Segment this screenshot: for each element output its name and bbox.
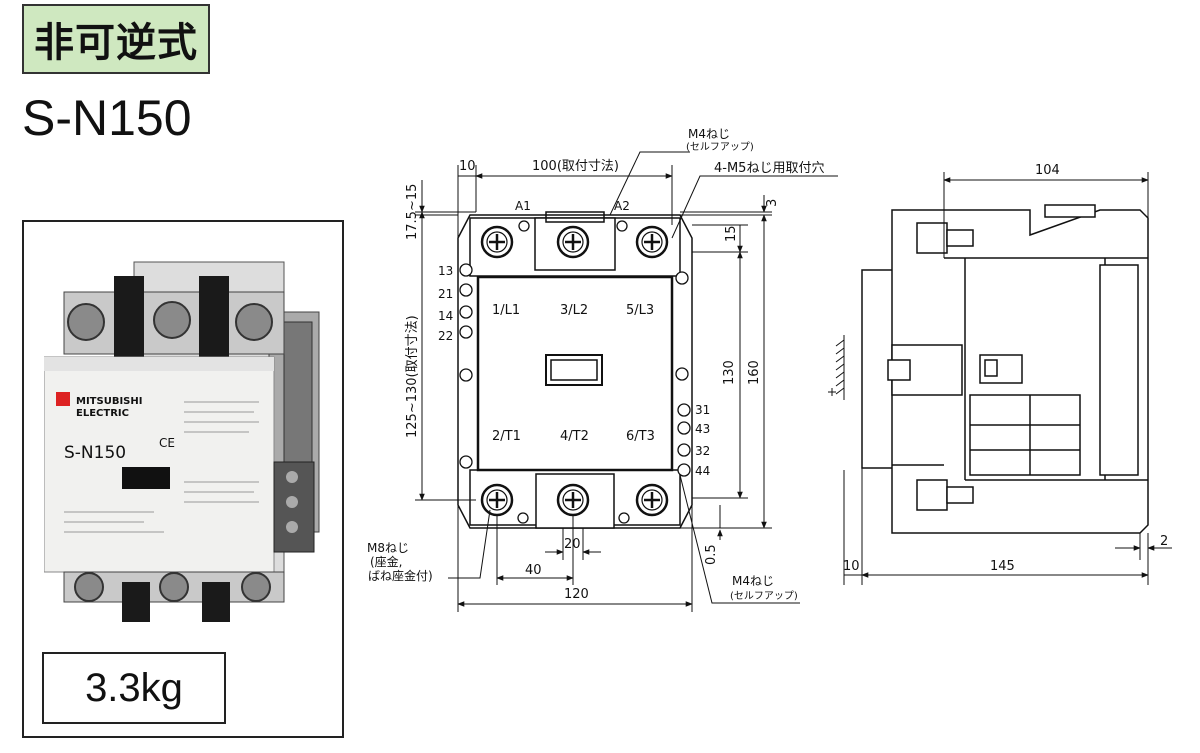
mounting-rail xyxy=(828,335,845,400)
front-dimension-text: 10 100(取付寸法) 120 40 20 130 160 15 3 0.5 … xyxy=(405,159,780,602)
terminal-a1: A1 xyxy=(515,199,531,213)
callout-text: M4ねじ (セルフアップ) 4-M5ねじ用取付穴 M8ねじ (座金, ばね座金付… xyxy=(367,127,824,602)
callout-m8-3: ばね座金付) xyxy=(368,568,433,583)
small-screws xyxy=(459,220,691,524)
terminal-l3: 5/L3 xyxy=(626,303,654,318)
aux-left-2: 14 xyxy=(438,309,453,323)
model-title: S-N150 xyxy=(22,90,192,146)
dim-120: 120 xyxy=(564,587,589,602)
dim-3: 3 xyxy=(765,199,780,207)
dim-0-5: 0.5 xyxy=(704,544,719,565)
callout-mount-holes: 4-M5ねじ用取付穴 xyxy=(714,161,824,176)
terminal-t2: 4/T2 xyxy=(560,429,589,444)
dim-40: 40 xyxy=(525,563,542,578)
terminal-a2: A2 xyxy=(614,199,630,213)
dim-130: 130 xyxy=(722,360,737,385)
main-terminal-screws xyxy=(480,225,669,517)
terminal-t3: 6/T3 xyxy=(626,429,655,444)
aux-right-2: 32 xyxy=(695,444,710,458)
callout-m4-top-sub: (セルフアップ) xyxy=(686,141,754,153)
side-dimension-text: 104 145 10 2 xyxy=(843,163,1168,574)
photo-model: S-N150 xyxy=(64,443,126,463)
front-view xyxy=(457,211,693,529)
callout-m8-2: (座金, xyxy=(370,554,403,569)
dim-15: 15 xyxy=(724,225,739,242)
aux-left-1: 21 xyxy=(438,287,453,301)
dim-160: 160 xyxy=(747,360,762,385)
terminal-t1: 2/T1 xyxy=(492,429,521,444)
dim-10-front: 10 xyxy=(459,159,476,174)
aux-right-0: 31 xyxy=(695,403,710,417)
callout-m4-bottom: M4ねじ xyxy=(732,574,774,588)
aux-left-0: 13 xyxy=(438,264,453,278)
weight-label: 3.3kg xyxy=(42,652,226,724)
terminal-l1: 1/L1 xyxy=(492,303,520,318)
side-dimension-lines xyxy=(843,172,1172,585)
dim-2: 2 xyxy=(1160,534,1168,549)
product-photo-frame: MITSUBISHI ELECTRIC S-N150 CE 3.3kg xyxy=(22,220,344,738)
dim-104: 104 xyxy=(1035,163,1060,178)
aux-right-3: 44 xyxy=(695,464,710,478)
type-tag: 非可逆式 xyxy=(22,4,210,74)
dim-17-5: 17.5~15 xyxy=(405,184,420,240)
contactor-photo: MITSUBISHI ELECTRIC S-N150 CE xyxy=(44,261,320,622)
dim-125-130: 125~130(取付寸法) xyxy=(405,315,420,438)
callout-m4-top: M4ねじ xyxy=(688,127,730,141)
dim-145: 145 xyxy=(990,559,1015,574)
aux-right-1: 43 xyxy=(695,422,710,436)
terminal-labels: A1 A2 1/L1 3/L2 5/L3 2/T1 4/T2 6/T3 13 2… xyxy=(438,199,710,478)
terminal-l2: 3/L2 xyxy=(560,303,588,318)
dim-10-side: 10 xyxy=(843,559,860,574)
callout-m8-1: M8ねじ xyxy=(367,541,409,555)
dim-20: 20 xyxy=(564,537,581,552)
callout-m4-bottom-sub: (セルフアップ) xyxy=(730,590,798,602)
photo-brand-2: ELECTRIC xyxy=(76,408,129,419)
aux-left-3: 22 xyxy=(438,329,453,343)
dim-100: 100(取付寸法) xyxy=(532,159,619,174)
photo-brand-1: MITSUBISHI xyxy=(76,396,142,407)
photo-ce: CE xyxy=(159,436,175,450)
side-view xyxy=(861,204,1149,534)
front-dimension-lines xyxy=(415,151,838,612)
